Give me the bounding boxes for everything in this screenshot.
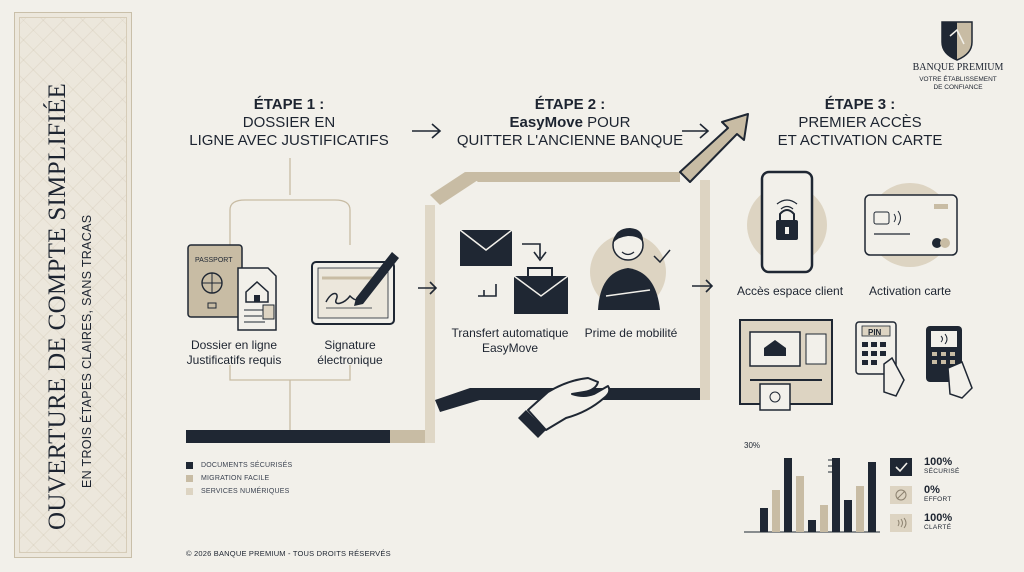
flow-arrow-2 xyxy=(692,279,714,293)
activation-label: Activation carte xyxy=(868,284,952,298)
bank-logo-icon xyxy=(941,21,973,61)
legend: DOCUMENTS SÉCURISÉS MIGRATION FACILE SER… xyxy=(186,459,292,498)
prime-label: Prime de mobilité xyxy=(584,326,678,340)
legend-label: MIGRATION FACILE xyxy=(201,475,270,482)
step1-bracket xyxy=(229,158,351,430)
legend-label: SERVICES NUMÉRIQUES xyxy=(201,488,290,495)
kpi-securise: 100% SÉCURISÉ xyxy=(890,456,1010,480)
mini-bar-chart xyxy=(744,458,880,533)
transfert-label: Transfert automatique EasyMove xyxy=(451,326,569,355)
brand-tagline: VOTRE ÉTABLISSEMENT DE CONFIANCE xyxy=(919,76,997,91)
footer-copyright: © 2026 BANQUE PREMIUM - TOUS DROITS RÉSE… xyxy=(186,549,391,558)
legend-swatch xyxy=(186,475,193,482)
title-panel-pattern xyxy=(19,17,127,553)
envelope-transfer-icon xyxy=(459,229,569,314)
happy-customer-icon xyxy=(590,228,671,310)
legend-swatch xyxy=(186,488,193,495)
legend-item: SERVICES NUMÉRIQUES xyxy=(186,485,292,498)
hand-icon xyxy=(518,377,611,438)
passport-document-icon: PASSPORT xyxy=(187,244,277,331)
header-arrow-1 xyxy=(412,123,442,139)
step-3-heading: ÉTAPE 3 : PREMIER ACCÈS ET ACTIVATION CA… xyxy=(777,96,943,149)
step-2-heading: ÉTAPE 2 : EasyMove POUR QUITTER L'ANCIEN… xyxy=(456,96,684,149)
title-panel xyxy=(14,12,132,558)
smartphone-lock-icon xyxy=(747,170,827,274)
check-icon xyxy=(890,458,912,476)
bank-card-icon xyxy=(864,183,958,267)
kpi-clarte: 100% CLARTÉ xyxy=(890,512,1010,536)
legend-item: DOCUMENTS SÉCURISÉS xyxy=(186,459,292,472)
legend-item: MIGRATION FACILE xyxy=(186,472,292,485)
svg-text:PASSPORT: PASSPORT xyxy=(195,257,233,264)
svg-text:PIN: PIN xyxy=(868,328,882,337)
dossier-label: Dossier en ligne Justificatifs requis xyxy=(186,338,282,367)
contactless-icon xyxy=(890,514,912,532)
kpi-effort: 0% EFFORT xyxy=(890,484,1010,508)
no-effort-icon xyxy=(890,486,912,504)
header-arrow-2 xyxy=(682,123,710,139)
acces-label: Accès espace client xyxy=(736,284,844,298)
contactless-terminal-icon xyxy=(926,326,973,399)
signature-label: Signature électronique xyxy=(317,338,383,367)
step-1-heading: ÉTAPE 1 : DOSSIER EN LIGNE AVEC JUSTIFIC… xyxy=(189,96,389,149)
tablet-signature-icon xyxy=(311,252,399,325)
legend-swatch xyxy=(186,462,193,469)
flow-arrow-1 xyxy=(418,281,438,295)
atm-icon xyxy=(739,319,833,411)
legend-label: DOCUMENTS SÉCURISÉS xyxy=(201,462,293,469)
mini-chart-label: 30% xyxy=(744,441,761,450)
pin-keypad-icon: PIN xyxy=(855,321,905,397)
brand-name: BANQUE PREMIUM xyxy=(912,62,1004,73)
